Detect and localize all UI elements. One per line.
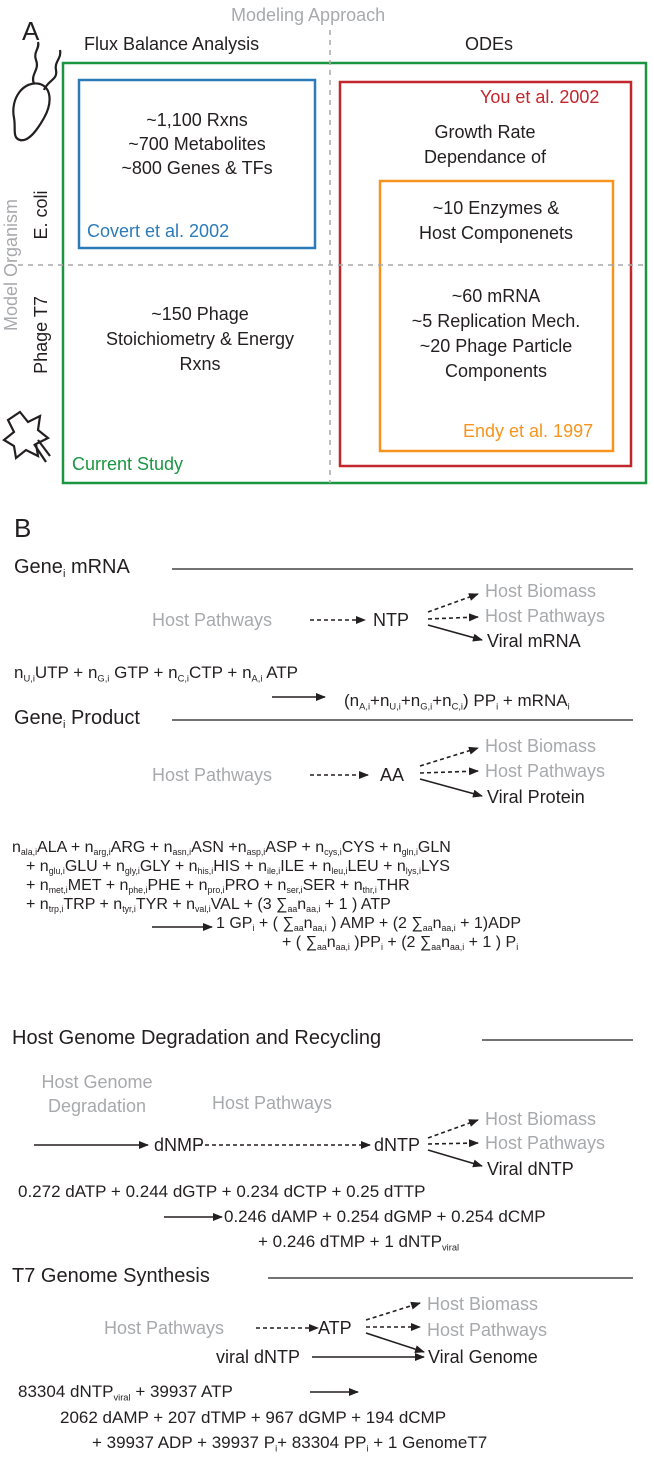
row-phage-label: Phage T7 (31, 296, 51, 374)
product-host-pathways-in: Host Pathways (152, 765, 273, 785)
column-odes-header: ODEs (465, 34, 514, 54)
degradation-section-title: Host Genome Degradation and Recycling (12, 1027, 382, 1049)
product-viral-protein: Viral Protein (487, 787, 585, 807)
synthesis-viral-dntp: viral dNTP (216, 1347, 301, 1367)
covert-box (77, 78, 317, 250)
enzymes-text: ~10 Enzymes & Host Componenets (418, 198, 574, 243)
synthesis-center-atp: ATP (318, 1318, 352, 1338)
product-host-biomass: Host Biomass (485, 736, 597, 756)
endy-box (378, 179, 615, 453)
degradation-host-biomass: Host Biomass (485, 1109, 597, 1129)
phage-icon (2, 410, 51, 463)
mrna-arrows (272, 593, 483, 701)
synthesis-eq-line2: 2062 dAMP + 207 dTMP + 967 dGMP + 194 dC… (60, 1408, 447, 1427)
synthesis-section-title: T7 Genome Synthesis (12, 1265, 210, 1287)
degradation-source-text: Host Genome Degradation (41, 1072, 153, 1116)
current-study-label: Current Study (72, 454, 184, 474)
mrna-viral-mrna: Viral mRNA (487, 631, 581, 651)
modeling-approach-label: Modeling Approach (231, 5, 386, 25)
degradation-eq-line3: + 0.246 dTMP + 1 dNTPviral (258, 1232, 460, 1253)
synthesis-arrows (256, 1301, 425, 1396)
ecoli-icon (12, 41, 62, 142)
column-fba-header: Flux Balance Analysis (84, 34, 260, 54)
mrna-equation: nU,iUTP + nG,i GTP + nC,iCTP + nA,i ATP … (14, 663, 570, 712)
mrna-host-pathways-in: Host Pathways (152, 610, 273, 630)
degradation-viral-dntp: Viral dNTP (487, 1159, 574, 1179)
endy-citation: Endy et al. 1997 (463, 421, 594, 441)
product-host-pathways-out: Host Pathways (485, 761, 606, 781)
synthesis-eq-line1: 83304 dNTPviral + 39937 ATP (18, 1382, 233, 1403)
panel-a-label: A (22, 16, 40, 46)
product-arrows (152, 746, 483, 931)
degradation-eq-line2: 0.246 dAMP + 0.254 dGMP + 0.254 dCMP (224, 1207, 546, 1226)
degradation-dnmp: dNMP (154, 1135, 205, 1155)
product-equation: nala,iALA + narg,iARG + nasn,iASN +nasp,… (12, 839, 522, 953)
synthesis-viral-genome: Viral Genome (428, 1347, 538, 1367)
panel-b-label: B (14, 513, 32, 543)
row-ecoli-label: E. coli (31, 190, 51, 240)
fba-phage-text: ~150 Phage Stoichiometry & Energy Rxns (105, 304, 295, 374)
degradation-dntp: dNTP (374, 1135, 421, 1155)
degradation-host-pathways-mid: Host Pathways (212, 1093, 333, 1113)
mrna-center-ntp: NTP (373, 610, 409, 630)
current-study-box (61, 61, 648, 485)
synthesis-host-pathways-out: Host Pathways (427, 1320, 548, 1340)
covert-citation: Covert et al. 2002 (87, 221, 230, 241)
synthesis-eq-line3: + 39937 ADP + 39937 Pi+ 83304 PPi + 1 Ge… (92, 1433, 488, 1454)
synthesis-host-biomass: Host Biomass (427, 1294, 539, 1314)
degradation-arrows (34, 1119, 483, 1221)
you-citation: You et al. 2002 (480, 87, 600, 107)
fba-ecoli-text: ~1,100 Rxns ~700 Metabolites ~800 Genes … (121, 110, 273, 178)
product-center-aa: AA (380, 765, 405, 785)
growth-rate-text: Growth Rate Dependance of (423, 122, 547, 167)
model-organism-label: Model Organism (1, 198, 21, 332)
synthesis-host-pathways-in: Host Pathways (104, 1318, 225, 1338)
degradation-eq-line1: 0.272 dATP + 0.244 dGTP + 0.234 dCTP + 0… (18, 1182, 426, 1201)
product-section-title: Genei Product (14, 707, 140, 731)
odes-phage-text: ~60 mRNA ~5 Replication Mech. ~20 Phage … (411, 286, 581, 381)
you-box (338, 80, 633, 468)
degradation-host-pathways-out: Host Pathways (485, 1133, 606, 1153)
mrna-host-biomass: Host Biomass (485, 581, 597, 601)
mrna-host-pathways-out: Host Pathways (485, 606, 606, 626)
mrna-section-title: Genei mRNA (14, 556, 130, 580)
